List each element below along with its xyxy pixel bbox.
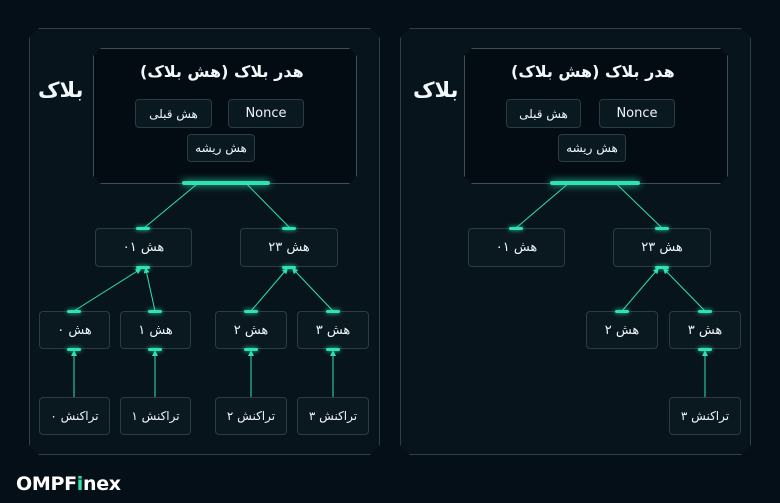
hash23-bottom-pin-left [282,266,296,269]
hash2-top-pin-left [244,310,258,313]
prev-hash-box-left: هش قبلی [135,99,212,128]
hash01-top-pin-left [136,227,150,230]
link-hash0-hash01 [73,268,142,312]
hash1-box: هش ۱ [120,311,191,349]
hash0-bottom-pin [67,348,81,351]
hash23-top-pin-right [655,227,669,230]
hash23-box-right: هش ۲۳ [613,228,711,267]
hash2-bottom-pin-left [244,348,258,351]
header-connector-left [182,181,270,185]
prev-hash-box-right: هش قبلی [506,99,581,128]
hash2-box-left: هش ۲ [215,311,287,349]
hash23-bottom-pin-right [655,266,669,269]
hash1-bottom-pin [148,348,162,351]
hash0-top-pin [67,310,81,313]
hash3-bottom-pin-right [698,348,712,351]
header-title-left: هدر بلاک (هش بلاک) [140,62,304,81]
hash3-box-left: هش ۳ [297,311,369,349]
hash3-top-pin-right [698,310,712,313]
hash01-box-right: هش ۰۱ [468,228,565,267]
header-title-right: هدر بلاک (هش بلاک) [511,62,675,81]
hash3-box-right: هش ۳ [669,311,741,349]
tx1-box: تراکنش ۱ [120,397,191,435]
hash2-top-pin-right [615,310,629,313]
block-label-right: بلاک [413,78,459,102]
hash3-top-pin-left [326,310,340,313]
tx3-box-right: تراکنش ۳ [669,397,741,435]
link-hash3-hash23-right [662,267,706,312]
tx0-box: تراکنش ۰ [39,397,110,435]
hash01-top-pin-right [509,227,523,230]
link-hash2-hash23-right [621,267,659,312]
nonce-box-right: Nonce [599,99,675,128]
nonce-box-left: Nonce [228,99,304,128]
root-hash-box-right: هش ریشه [558,134,626,162]
hash01-box-left: هش ۰۱ [95,228,192,267]
hash01-bottom-pin-left [136,266,150,269]
tx3-box-left: تراکنش ۳ [297,397,369,435]
link-hash3-hash23 [291,267,334,312]
hash0-box: هش ۰ [39,311,110,349]
block-label-left: بلاک [38,78,84,102]
link-hash2-hash23 [250,267,288,312]
hash2-box-right: هش ۲ [586,311,658,349]
hash23-top-pin-left [282,227,296,230]
hash1-top-pin [148,310,162,313]
ompfinex-logo: OMPFinex [16,473,121,495]
header-connector-right [550,181,640,185]
link-hash1-hash01 [143,267,156,312]
hash3-bottom-pin-left [326,348,340,351]
tx2-box-left: تراکنش ۲ [215,397,287,435]
hash23-box-left: هش ۲۳ [240,228,338,267]
root-hash-box-left: هش ریشه [187,134,255,162]
